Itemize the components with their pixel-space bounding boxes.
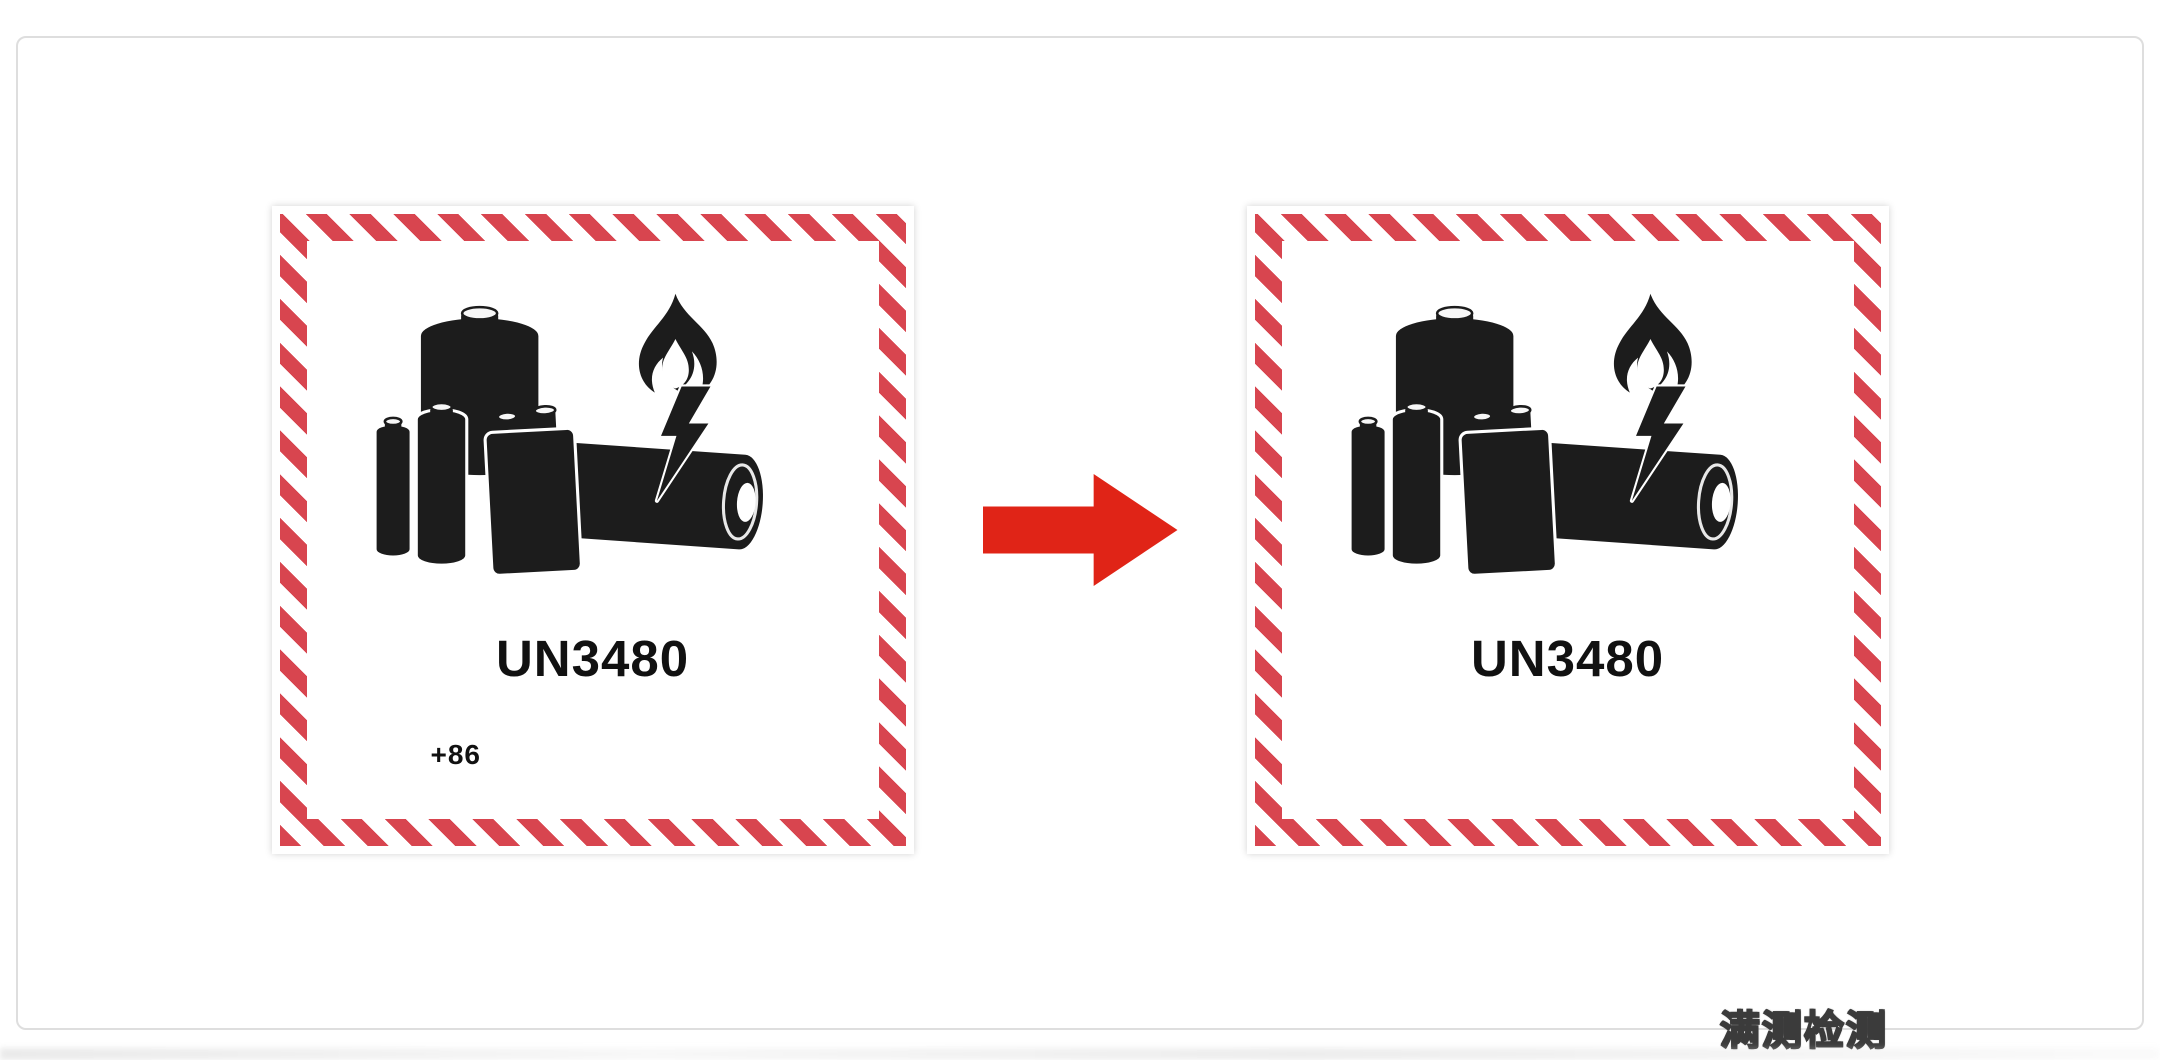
battery-label-before: UN3480 +86 xyxy=(271,206,914,854)
label-inner: UN3480 xyxy=(1281,241,1854,819)
un-code-text: UN3480 xyxy=(1470,630,1665,687)
phone-number-text: +86 xyxy=(430,739,481,770)
battery-cluster-icon xyxy=(1331,279,1805,599)
battery-label-after: UN3480 xyxy=(1246,206,1889,854)
un-code-text: UN3480 xyxy=(495,630,690,687)
label-inner: UN3480 +86 xyxy=(306,241,879,819)
hazard-stripe-border: UN3480 +86 xyxy=(279,214,906,846)
watermark-text: 满测检测 xyxy=(1719,1007,1888,1055)
bottom-edge-artifact xyxy=(0,1048,2160,1060)
hazard-stripe-border: UN3480 xyxy=(1254,214,1881,846)
right-arrow-icon xyxy=(982,474,1178,586)
battery-cluster-icon xyxy=(356,279,830,599)
